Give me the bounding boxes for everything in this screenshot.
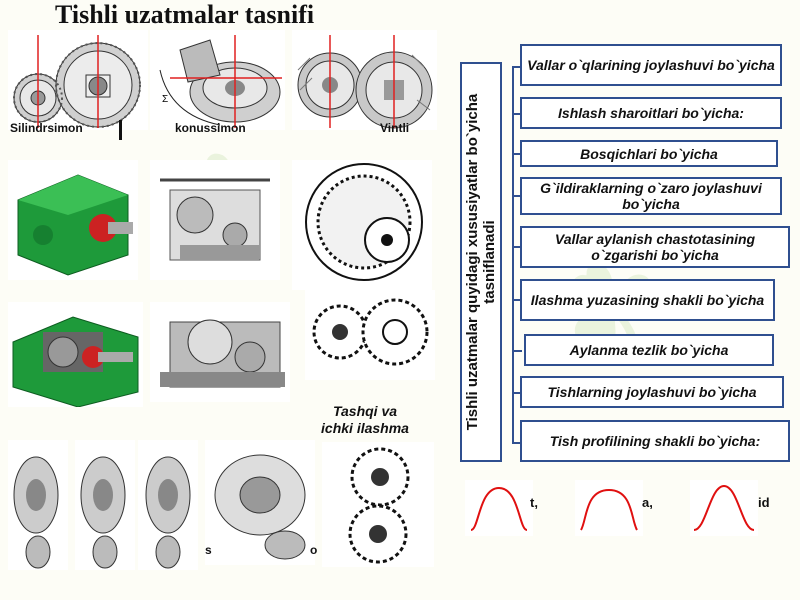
caption-bottom-partial-2: o	[310, 543, 318, 557]
spur-gear-column-icon	[8, 440, 68, 570]
green-gearbox-icon	[8, 160, 138, 280]
category-operating-conditions: Ishlash sharoitlari bo`yicha:	[520, 97, 782, 129]
profile-label-1: t,	[530, 495, 538, 510]
classification-vertical-label: Tishli uzatmalar quyidagi xususiyatlar b…	[460, 62, 502, 462]
tick-1	[512, 66, 522, 68]
industrial-gearbox-icon	[150, 302, 290, 402]
page-title: Tishli uzatmalar tasnifi	[55, 0, 315, 29]
spiral-bevel-gear-icon	[205, 440, 315, 565]
external-gear-pair-icon	[305, 290, 435, 380]
helical-mesh-icon	[322, 442, 434, 567]
profile-label-3: id	[758, 495, 770, 510]
spur-gear-pair-icon	[8, 30, 148, 130]
category-tooth-profile: Tish profilining shakli bo`yicha:	[520, 420, 790, 462]
involute-profile-icon	[465, 480, 533, 536]
tick-4	[512, 195, 522, 197]
tick-5	[512, 246, 522, 248]
bevel-gear-pair-icon: Σ	[150, 30, 285, 130]
caption-bottom-partial-1: s	[205, 543, 212, 557]
helical-gear-pair-icon	[292, 30, 437, 130]
category-teeth-arrangement: Tishlarning joylashuvi bo`yicha	[520, 376, 784, 408]
category-wheel-arrangement: G`ildiraklarning o`zaro joylashuvi bo`yi…	[520, 177, 782, 215]
category-shaft-axes: Vallar o`qlarining joylashuvi bo`yicha	[520, 44, 782, 86]
divider-bar	[119, 120, 122, 140]
caption-screw: Vintli	[380, 121, 410, 135]
caption-cylindrical: Silindrsimon	[10, 121, 83, 135]
winch-mechanism-icon	[150, 160, 280, 280]
internal-gear-icon	[292, 160, 432, 290]
category-mesh-surface: Ilashma yuzasining shakli bo`yicha	[520, 279, 775, 321]
tick-2	[512, 113, 522, 115]
sigma-symbol: Σ	[162, 94, 168, 105]
classification-bracket	[512, 66, 522, 444]
herringbone-gear-column-icon	[138, 440, 198, 570]
helical-gear-column-icon	[75, 440, 135, 570]
tick-3	[512, 153, 522, 155]
tick-6	[512, 299, 522, 301]
profile-label-2: a,	[642, 495, 653, 510]
open-gearbox-icon	[8, 302, 143, 407]
tick-8	[512, 392, 522, 394]
tick-9	[512, 442, 522, 444]
caption-internal-external: Tashqi va ichki ilashma	[321, 403, 409, 436]
caption-conical: konussimon	[175, 121, 246, 135]
category-peripheral-speed: Aylanma tezlik bo`yicha	[524, 334, 774, 366]
category-rotation-frequency: Vallar aylanish chastotasining o`zgarish…	[520, 226, 790, 268]
cycloid-profile-icon	[690, 480, 758, 536]
novikov-profile-icon	[575, 480, 643, 536]
category-stages: Bosqichlari bo`yicha	[520, 140, 778, 167]
tick-7	[512, 350, 522, 352]
